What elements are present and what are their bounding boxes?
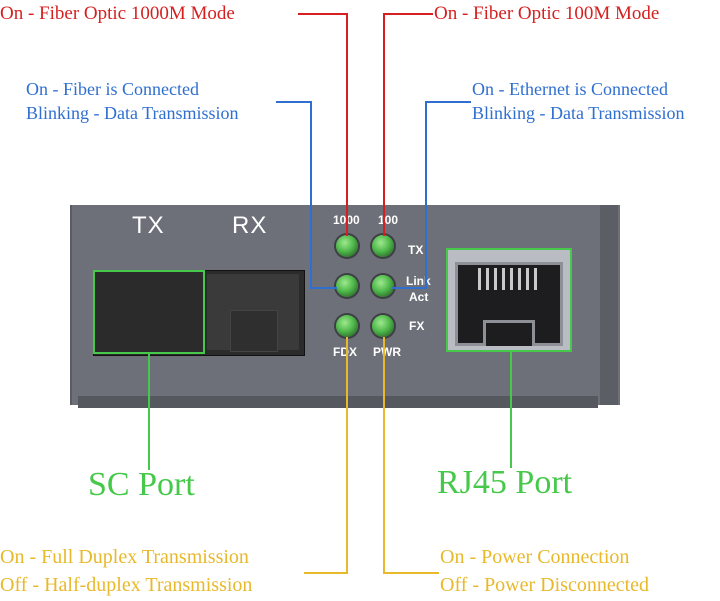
leader-fiber-link-vertical [310, 101, 312, 289]
led-label-100: 100 [378, 213, 399, 227]
annotation-power-on: On - Power Connection [440, 546, 630, 568]
led-100 [372, 235, 394, 257]
leader-ethernet-link-horizontal [392, 287, 427, 289]
leader-100m [383, 13, 433, 15]
device-side-shadow [600, 205, 618, 405]
rj45-pins [478, 268, 540, 290]
leader-1000m-vertical [346, 13, 348, 236]
leader-fiber-link [276, 101, 312, 103]
annotation-ethernet-connected-blink: Blinking - Data Transmission [472, 103, 685, 123]
sc-port-tx-highlight [93, 270, 205, 354]
led-1000 [336, 235, 358, 257]
annotation-sc-port: SC Port [88, 466, 195, 503]
led-label-link: Link [406, 274, 431, 288]
leader-100m-vertical [383, 13, 385, 236]
leader-ethernet-link [425, 101, 471, 103]
sc-rx-label: RX [232, 212, 268, 239]
annotation-duplex-on: On - Full Duplex Transmission [0, 546, 249, 568]
led-ethernet-link [372, 275, 394, 297]
rj45-port-key [483, 320, 535, 346]
leader-fdx [346, 337, 348, 574]
annotation-ethernet-connected-on: On - Ethernet is Connected [472, 79, 668, 99]
annotation-duplex-off: Off - Half-duplex Transmission [0, 574, 253, 596]
led-label-pwr: PWR [373, 345, 401, 359]
leader-fdx-horizontal [304, 572, 348, 574]
annotation-rj45-port: RJ45 Port [437, 464, 573, 501]
led-label-act: Act [409, 290, 429, 304]
leader-1000m [298, 13, 348, 15]
leader-rj45-port [510, 350, 512, 468]
led-fdx [336, 315, 358, 337]
led-label-tx: TX [408, 243, 424, 257]
sc-port-rx-key [230, 310, 278, 352]
annotation-power-off: Off - Power Disconnected [440, 574, 650, 596]
led-pwr [372, 315, 394, 337]
annotation-fiber-100m: On - Fiber Optic 100M Mode [434, 3, 660, 24]
leader-pwr [383, 337, 385, 574]
sc-tx-label: TX [132, 212, 165, 239]
annotation-fiber-1000m: On - Fiber Optic 1000M Mode [0, 3, 235, 24]
device-bottom-plate [78, 396, 598, 408]
leader-ethernet-link-vertical [425, 101, 427, 289]
led-label-fdx: FDX [333, 345, 357, 359]
led-fiber-link [336, 275, 358, 297]
leader-sc-port [148, 352, 150, 470]
leader-fiber-link-horizontal [310, 287, 337, 289]
leader-pwr-horizontal [383, 572, 439, 574]
led-label-fx: FX [409, 319, 425, 333]
annotation-fiber-connected-on: On - Fiber is Connected [26, 79, 199, 99]
annotation-fiber-connected-blink: Blinking - Data Transmission [26, 103, 239, 123]
